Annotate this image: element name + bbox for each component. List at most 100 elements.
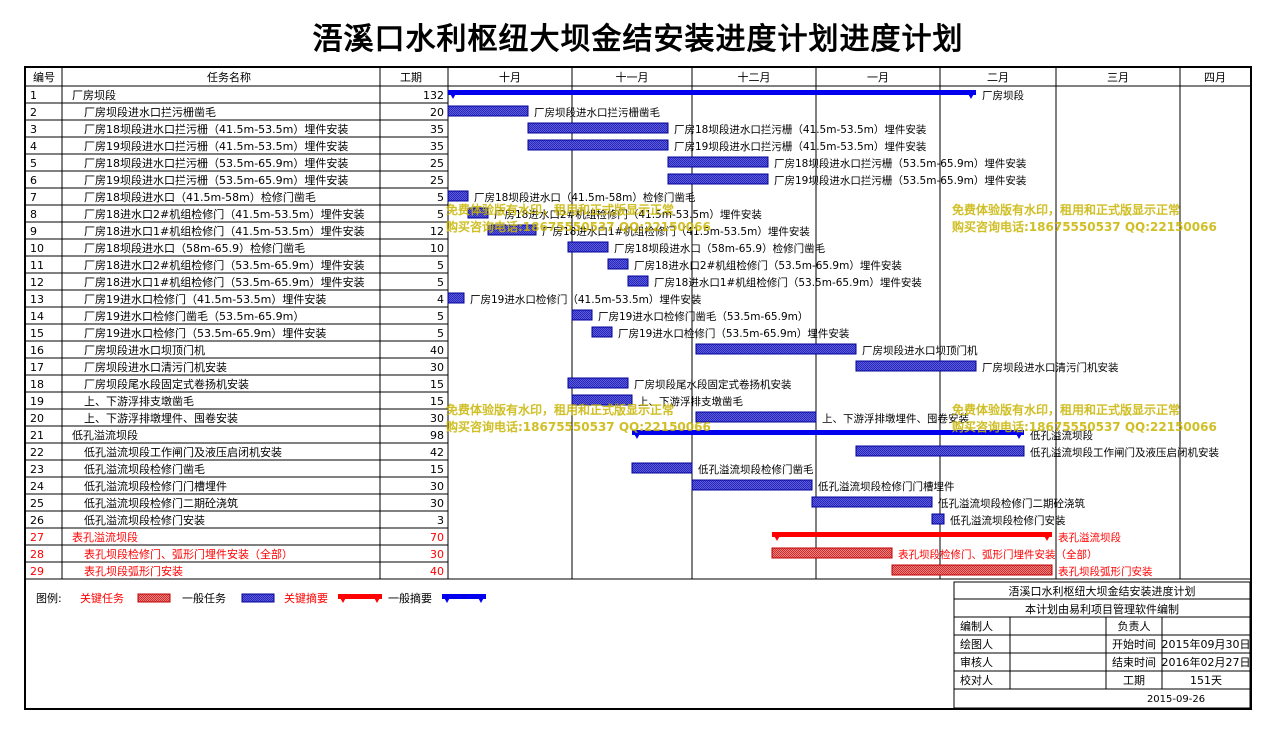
task-bar (527, 139, 669, 151)
task-id: 18 (30, 378, 44, 391)
month-labels: 十月十一月十二月一月二月三月四月 (499, 70, 1226, 84)
task-bar-label: 厂房18坝段进水口拦污栅（53.5m-65.9m）埋件安装 (774, 157, 1027, 170)
task-name: 表孔坝段检修门、弧形门埋件安装（全部） (84, 547, 293, 561)
task-name: 上、下游浮排支墩凿毛 (84, 394, 194, 408)
task-bar-label: 低孔溢流坝段检修门门槽埋件 (818, 480, 955, 493)
task-duration: 5 (437, 327, 444, 340)
task-duration: 5 (437, 276, 444, 289)
task-bar (811, 496, 933, 508)
task-name: 厂房18坝段进水口拦污栅（41.5m-53.5m）埋件安装 (84, 122, 348, 136)
watermark-line-2: 购买咨询电话:18675550537 QQ:22150066 (446, 419, 711, 434)
month-label: 四月 (1204, 71, 1226, 84)
month-label: 二月 (987, 71, 1009, 84)
task-duration: 70 (430, 531, 444, 544)
header-duration: 工期 (400, 71, 422, 84)
task-name: 厂房坝段进水口清污门机安装 (84, 360, 227, 374)
summary-bar-start-marker (448, 90, 458, 99)
task-id: 20 (30, 412, 44, 425)
task-bar (931, 513, 945, 525)
task-duration: 40 (430, 565, 444, 578)
task-duration: 35 (430, 123, 444, 136)
task-id: 21 (30, 429, 44, 442)
info-table: 浯溪口水利枢纽大坝金结安装进度计划 本计划由易利项目管理软件编制 编制人负责人绘… (953, 581, 1251, 709)
task-duration: 42 (430, 446, 444, 459)
task-name: 厂房坝段进水口坝顶门机 (84, 343, 205, 357)
info-label: 审核人 (960, 655, 993, 669)
task-name: 厂房19进水口检修门（41.5m-53.5m）埋件安装 (84, 292, 326, 306)
task-bar-label: 表孔溢流坝段 (1058, 531, 1121, 544)
task-id: 25 (30, 497, 44, 510)
task-bar-label: 低孔溢流坝段检修门二期砼浇筑 (938, 497, 1085, 510)
task-duration: 15 (430, 463, 444, 476)
task-bar-label: 低孔溢流坝段 (1030, 429, 1093, 442)
task-name: 厂房19坝段进水口拦污栅（41.5m-53.5m）埋件安装 (84, 139, 348, 153)
watermark-line-2: 购买咨询电话:18675550537 QQ:22150066 (952, 419, 1217, 434)
task-id: 13 (30, 293, 44, 306)
month-label: 一月 (867, 71, 889, 84)
task-duration: 20 (430, 106, 444, 119)
info-label: 工期 (1123, 674, 1145, 687)
task-name: 厂房坝段 (72, 88, 116, 102)
task-id: 15 (30, 327, 44, 340)
info-date: 2015-09-26 (1147, 694, 1205, 705)
summary-bar-end-marker (1042, 532, 1052, 541)
task-bar-label: 厂房坝段尾水段固定式卷扬机安装 (634, 378, 792, 391)
task-name: 厂房18进水口1#机组检修门（41.5m-53.5m）埋件安装 (84, 224, 365, 238)
task-id: 22 (30, 446, 44, 459)
task-bar (855, 445, 1025, 457)
table-header: 编号 任务名称 工期 十月十一月十二月一月二月三月四月 (33, 70, 1226, 84)
legend-normal-summary-swatch (442, 594, 486, 603)
month-label: 十一月 (616, 70, 649, 84)
task-name: 厂房18进水口2#机组检修门（53.5m-65.9m）埋件安装 (84, 258, 365, 272)
task-bar (447, 292, 465, 304)
legend-critical-task-label: 关键任务 (80, 591, 124, 605)
legend-critical-task-swatch (137, 593, 171, 603)
header-name: 任务名称 (207, 70, 251, 84)
legend-label: 图例: (36, 591, 62, 605)
summary-bar (632, 430, 1024, 435)
task-bar (695, 411, 817, 423)
task-id: 28 (30, 548, 44, 561)
info-value: 2015年09月30日 (1162, 637, 1251, 651)
summary-bar (448, 90, 976, 95)
task-bar (467, 207, 489, 219)
task-id: 3 (30, 123, 37, 136)
task-bar-label: 低孔溢流坝段工作闸门及液压启闭机安装 (1030, 446, 1219, 459)
info-label: 负责人 (1118, 619, 1151, 633)
legend-normal-task-swatch (241, 593, 275, 603)
task-duration: 30 (430, 497, 444, 510)
task-bar-label: 低孔溢流坝段检修门安装 (950, 514, 1066, 527)
task-name: 厂房18进水口2#机组检修门（41.5m-53.5m）埋件安装 (84, 207, 365, 221)
task-id: 6 (30, 174, 37, 187)
task-bar-label: 表孔坝段弧形门安装 (1058, 565, 1153, 578)
task-bar (527, 122, 669, 134)
task-duration: 25 (430, 174, 444, 187)
task-duration: 10 (430, 242, 444, 255)
info-label: 绘图人 (960, 637, 993, 651)
summary-bar-end-marker (966, 90, 976, 99)
task-bar-label: 厂房19坝段进水口拦污栅（41.5m-53.5m）埋件安装 (674, 140, 927, 153)
task-bar-label: 厂房19坝段进水口拦污栅（53.5m-65.9m）埋件安装 (774, 174, 1027, 187)
task-bar (855, 360, 977, 372)
task-duration: 12 (430, 225, 444, 238)
task-bar (771, 547, 893, 559)
task-bar (667, 173, 769, 185)
task-id: 8 (30, 208, 37, 221)
task-name: 表孔溢流坝段 (72, 530, 138, 544)
task-bar-label: 表孔坝段检修门、弧形门埋件安装（全部） (898, 548, 1098, 561)
info-value: 2016年02月27日 (1162, 655, 1251, 669)
task-duration: 15 (430, 395, 444, 408)
watermark-line-1: 免费体验版有水印，租用和正式版显示正常 (952, 202, 1180, 217)
task-id: 10 (30, 242, 44, 255)
task-bar (487, 224, 537, 236)
task-id: 27 (30, 531, 44, 544)
task-id: 9 (30, 225, 37, 238)
summary-bar-start-marker (632, 430, 642, 439)
summary-bar-end-marker (1014, 430, 1024, 439)
task-bar (447, 105, 529, 117)
page-title: 浯溪口水利枢纽大坝金结安装进度计划进度计划 (312, 22, 964, 57)
task-name: 低孔溢流坝段工作闸门及液压启闭机安装 (84, 445, 282, 459)
task-bar-label: 厂房19进水口检修门（41.5m-53.5m）埋件安装 (470, 293, 702, 306)
